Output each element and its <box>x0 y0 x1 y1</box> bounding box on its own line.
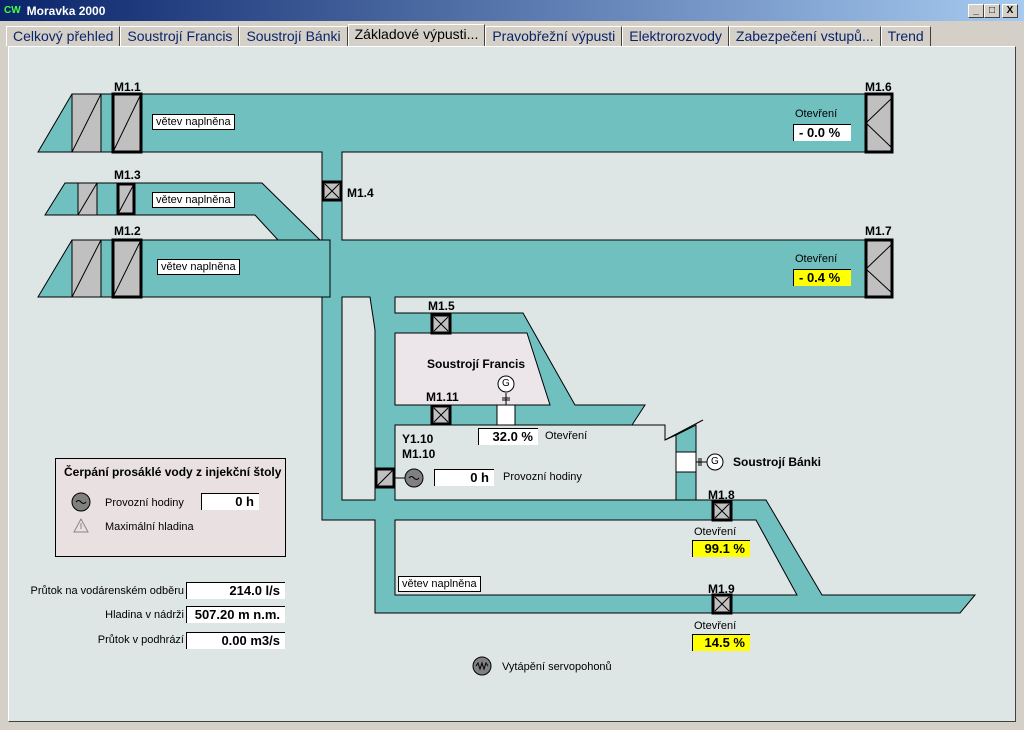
opening-value-m1-6: - 0.0 % <box>793 124 851 141</box>
close-button[interactable]: X <box>1002 4 1018 18</box>
heating-label: Vytápění servopohonů <box>502 661 612 673</box>
tab-francis[interactable]: Soustrojí Francis <box>120 26 240 47</box>
banki-generator-label: G <box>711 456 719 467</box>
tab-right-bank-outlets[interactable]: Pravobřežní výpusti <box>485 26 623 47</box>
measurement-label-flow-water: Průtok na vodárenském odběru <box>30 585 184 597</box>
banki-title: Soustrojí Bánki <box>733 455 822 469</box>
label-m1-3: M1.3 <box>114 168 141 182</box>
status-m1-3: větev naplněna <box>152 192 235 208</box>
label-m1-4: M1.4 <box>347 186 374 200</box>
app-icon: CW <box>4 5 21 16</box>
warning-icon <box>73 517 89 533</box>
francis-generator-icon <box>497 375 515 393</box>
valve-m1-9 <box>711 593 733 615</box>
label-m1-5: M1.5 <box>428 299 455 313</box>
valve-m1-5 <box>430 313 452 335</box>
opening-value-francis: 32.0 % <box>478 428 538 445</box>
label-m1-6: M1.6 <box>865 80 892 94</box>
opening-label-francis: Otevření <box>545 430 588 442</box>
status-m1-1: větev naplněna <box>152 114 235 130</box>
gap-bg-2 <box>394 519 798 596</box>
minimize-button[interactable]: _ <box>968 4 984 18</box>
opening-label-m1-8: Otevření <box>694 526 737 538</box>
valve-m1-8 <box>711 500 733 522</box>
status-m1-2: větev naplněna <box>157 259 240 275</box>
status-lower: větev naplněna <box>398 576 481 592</box>
valve-m1-6 <box>864 92 894 154</box>
label-m1-11: M1.11 <box>426 390 459 404</box>
valve-m1-7 <box>864 238 894 299</box>
opening-label-m1-7: Otevření <box>795 253 838 265</box>
label-m1-8: M1.8 <box>708 488 735 502</box>
pump-hours-label: Provozní hodiny <box>105 497 184 509</box>
opening-label-m1-6: Otevření <box>795 108 838 120</box>
measurement-value-level: 507.20 m n.m. <box>186 606 285 623</box>
measurement-value-flow-water: 214.0 l/s <box>186 582 285 599</box>
valve-m1-11 <box>430 404 452 426</box>
pump-icons <box>71 492 91 533</box>
label-m1-10: M1.10 <box>402 447 436 461</box>
pump-panel-title: Čerpání prosáklé vody z injekční štoly <box>64 465 282 479</box>
measurement-value-flow-downstream: 0.00 m3/s <box>186 632 285 649</box>
measurement-label-level: Hladina v nádrži <box>105 609 184 621</box>
measurement-label-flow-downstream: Průtok v podhrází <box>97 634 184 646</box>
gap-bg <box>341 296 376 501</box>
francis-turbine <box>496 404 516 426</box>
valve-m1-10 <box>374 467 396 489</box>
label-m1-9: M1.9 <box>708 582 735 596</box>
tab-electrical[interactable]: Elektrorozvody <box>622 26 729 47</box>
francis-title: Soustrojí Francis <box>427 357 526 371</box>
pump-panel: Čerpání prosáklé vody z injekční štoly P… <box>55 458 286 557</box>
valve-m1-4 <box>321 180 343 202</box>
banki-generator-icon <box>706 453 724 471</box>
window-title: Moravka 2000 <box>26 3 106 18</box>
tab-bottom-outlets[interactable]: Základové výpusti... <box>347 24 486 47</box>
francis-generator-label: G <box>502 378 510 389</box>
heating-icon <box>472 656 492 676</box>
title-bar: CW Moravka 2000 _ □ X <box>0 0 1024 21</box>
tab-security[interactable]: Zabezpečení vstupů... <box>728 26 881 47</box>
label-m1-1: M1.1 <box>114 80 141 94</box>
label-y1-10: Y1.10 <box>402 432 434 446</box>
tab-overview[interactable]: Celkový přehled <box>6 26 121 47</box>
opening-value-m1-7: - 0.4 % <box>793 269 851 286</box>
tab-bar: Celkový přehled Soustrojí Francis Soustr… <box>6 24 931 47</box>
label-m1-2: M1.2 <box>114 224 141 238</box>
pump-hours-value: 0 h <box>201 493 259 510</box>
m1-10-hours-value: 0 h <box>434 469 494 486</box>
tab-banki[interactable]: Soustrojí Bánki <box>239 26 348 47</box>
max-level-label: Maximální hladina <box>105 521 194 533</box>
m1-10-hours-label: Provozní hodiny <box>503 471 582 483</box>
opening-value-m1-8: 99.1 % <box>692 540 750 557</box>
opening-label-m1-9: Otevření <box>694 620 737 632</box>
banki-turbine <box>675 451 697 473</box>
opening-value-m1-9: 14.5 % <box>692 634 750 651</box>
tab-trend[interactable]: Trend <box>880 26 931 47</box>
maximize-button[interactable]: □ <box>984 4 1000 18</box>
label-m1-7: M1.7 <box>865 224 892 238</box>
